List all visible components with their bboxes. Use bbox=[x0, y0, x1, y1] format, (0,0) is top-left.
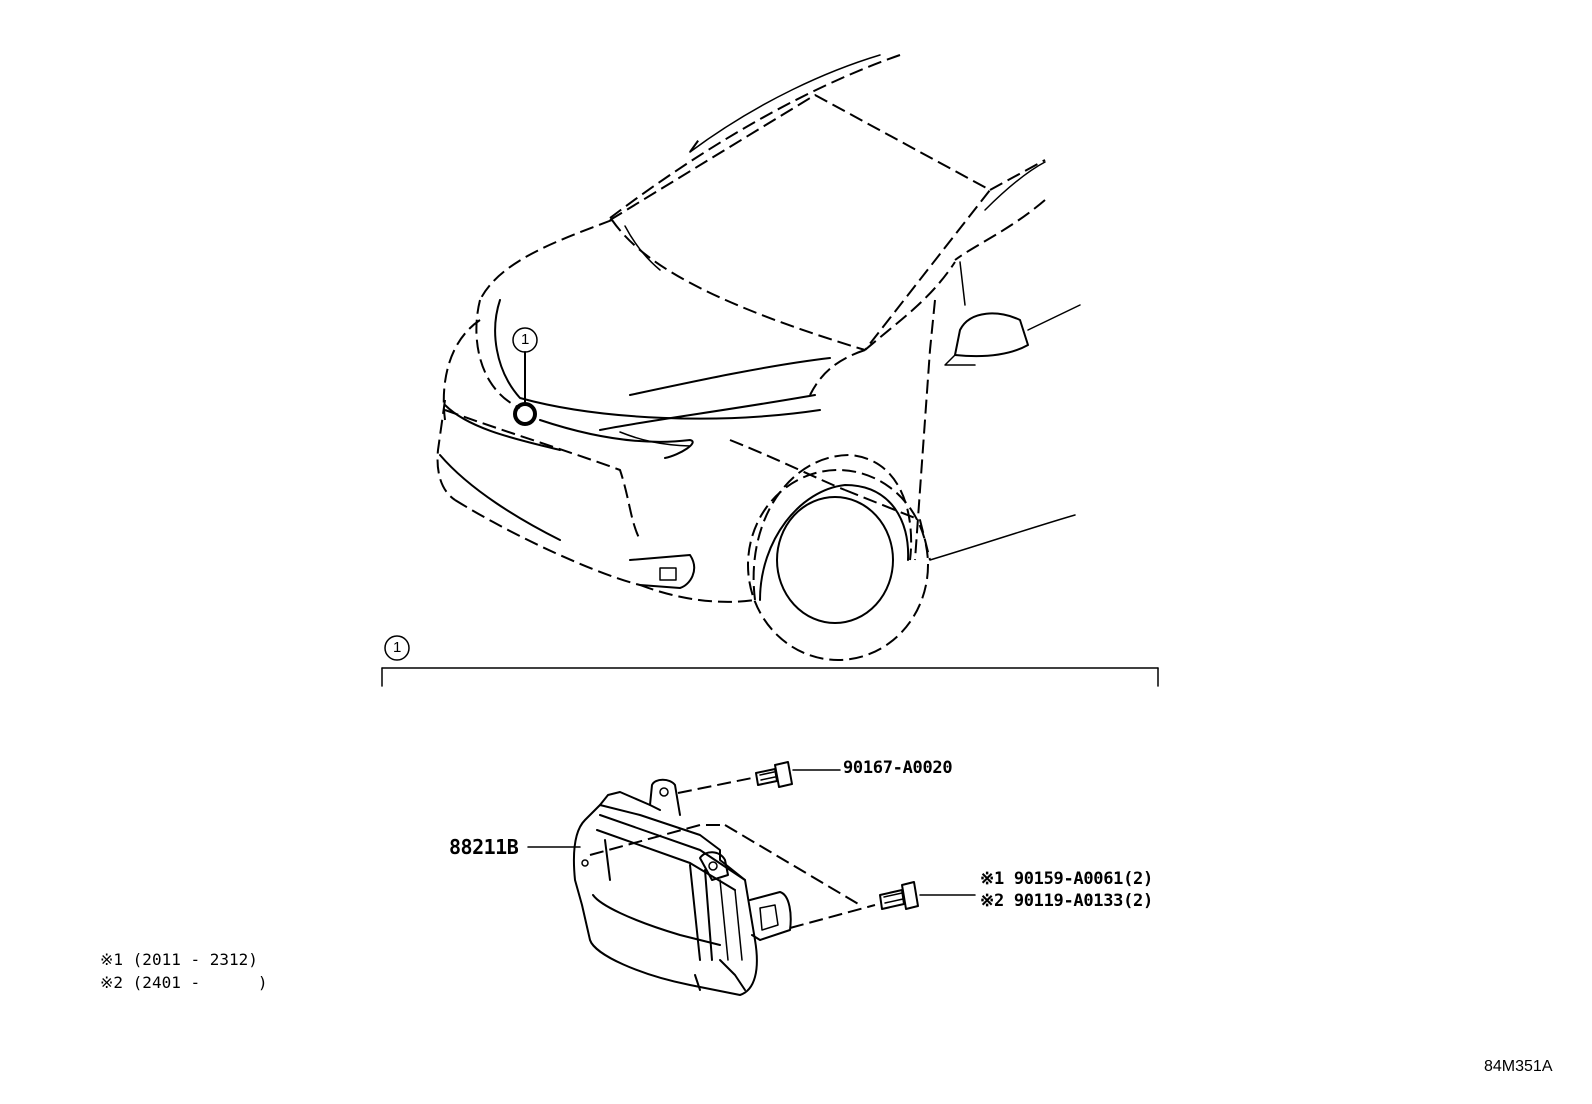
part-label-bolt-side-2: ※2 90119-A0133(2) bbox=[980, 891, 1153, 911]
callout-circle-vehicle bbox=[512, 327, 538, 353]
bolt-top bbox=[677, 761, 841, 794]
bolt-side bbox=[589, 824, 976, 929]
radar-sensor-module bbox=[572, 778, 792, 996]
note-range-1: ※1 (2011 - 2312) bbox=[100, 950, 258, 969]
vehicle-illustration bbox=[436, 54, 1081, 661]
part-label-module: 88211B bbox=[449, 835, 519, 859]
part-label-bolt-top: 90167-A0020 bbox=[843, 758, 953, 778]
assembly-bracket bbox=[381, 635, 1159, 687]
part-label-bolt-side-1: ※1 90159-A0061(2) bbox=[980, 869, 1153, 889]
diagram-code: 84M351A bbox=[1484, 1058, 1553, 1075]
callout-number-bracket: 1 bbox=[393, 639, 402, 656]
callout-number-vehicle: 1 bbox=[521, 331, 530, 348]
callout-circle-bracket bbox=[384, 635, 410, 661]
note-range-2: ※2 (2401 - ) bbox=[100, 973, 268, 992]
